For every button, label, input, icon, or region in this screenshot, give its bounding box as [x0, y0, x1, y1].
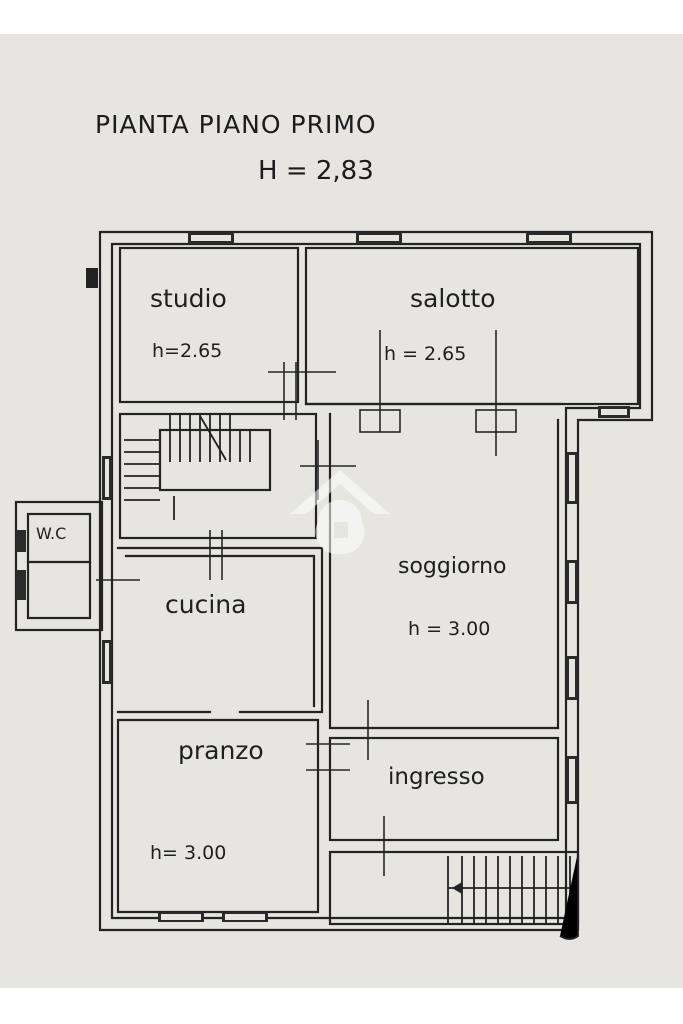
wall-cucina-inner [124, 554, 316, 708]
wall-stair-block [118, 412, 318, 540]
outer-wall [98, 230, 654, 932]
room-label-soggiorno: soggiorno [398, 554, 507, 579]
room-height-soggiorno: h = 3.00 [408, 618, 491, 640]
wall-wc-inner [26, 512, 92, 620]
floor-height-label: H = 2,83 [258, 156, 374, 186]
room-height-studio: h=2.65 [152, 340, 223, 362]
wall-pranzo [116, 718, 320, 914]
room-label-salotto: salotto [410, 284, 496, 313]
wall-ingresso [328, 736, 560, 842]
wall-salotto [304, 246, 640, 406]
house-logo-icon [290, 470, 390, 555]
room-label-studio: studio [150, 284, 227, 313]
room-height-salotto: h = 2.65 [384, 343, 467, 365]
top-margin [0, 0, 683, 34]
outer-wall-inner [110, 242, 642, 920]
room-height-pranzo: h= 3.00 [150, 842, 227, 864]
window [16, 570, 26, 600]
wall-studio [118, 246, 300, 404]
room-label-wc: W.C [36, 524, 67, 543]
room-label-pranzo: pranzo [178, 736, 264, 765]
wall-wc-outer [14, 500, 104, 632]
wall-stair-core [158, 428, 272, 492]
plan-title: PIANTA PIANO PRIMO [95, 110, 377, 139]
wall-cucina [116, 546, 324, 714]
room-label-cucina: cucina [165, 590, 247, 619]
room-label-ingresso: ingresso [388, 764, 485, 790]
window [16, 530, 26, 552]
bottom-margin [0, 988, 683, 1024]
